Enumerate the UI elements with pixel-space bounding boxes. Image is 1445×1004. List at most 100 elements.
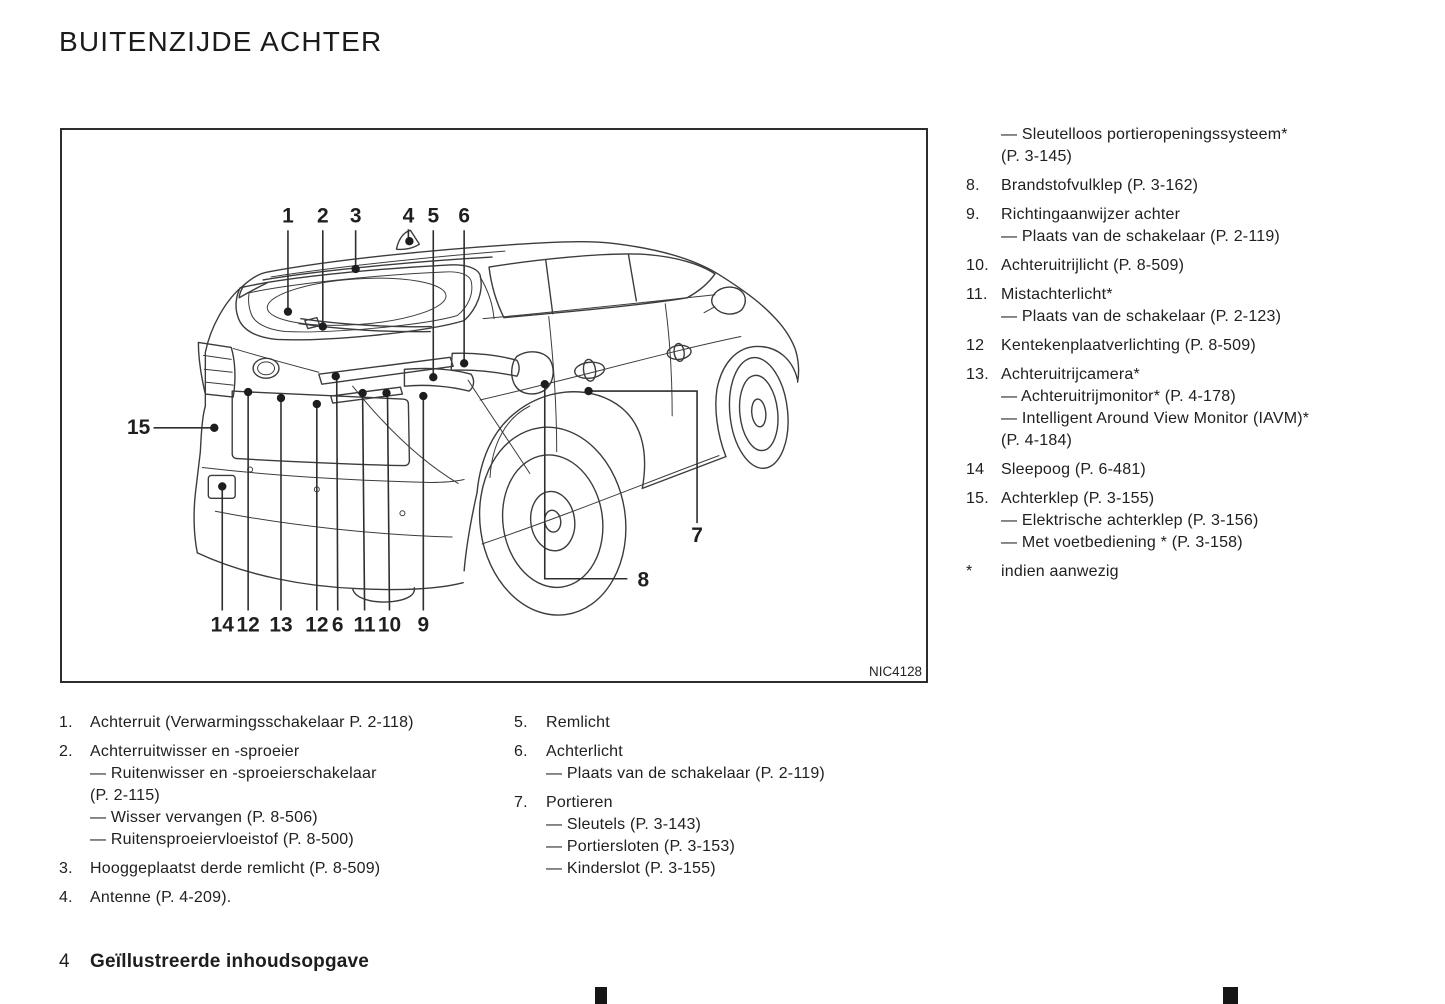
list-line: — Ruitensproeiervloeistof (P. 8-500)	[90, 831, 354, 848]
list-item-number: 15.	[966, 490, 989, 507]
list-line: (P. 3-145)	[1001, 148, 1073, 165]
callout-number: 6	[332, 613, 344, 636]
list-line: Achterruit (Verwarmingsschakelaar P. 2-1…	[90, 714, 414, 731]
figure-code: NIC4128	[869, 664, 922, 679]
list-item: — Sleutelloos portieropeningssysteem* (P.…	[966, 124, 1424, 168]
list-item: 14 Sleepoog (P. 6-481)	[966, 459, 1424, 481]
list-item-number	[966, 124, 1001, 168]
list-line: Kentekenplaatverlichting (P. 8-509)	[1001, 337, 1256, 354]
callout-dot	[210, 423, 219, 433]
list-line: — Ruitenwisser en -sproeierschakelaar	[90, 765, 377, 782]
list-line: Brandstofvulklep (P. 3-162)	[1001, 177, 1199, 194]
list-item: * indien aanwezig	[966, 561, 1424, 583]
list-line: — Wisser vervangen (P. 8-506)	[90, 809, 318, 826]
list-item: 1. Achterruit (Verwarmingsschakelaar P. …	[59, 712, 514, 734]
list-line: — Plaats van de schakelaar (P. 2-123)	[1001, 308, 1282, 325]
list-line: — Kinderslot (P. 3-155)	[546, 860, 716, 877]
callout-number: 9	[418, 613, 430, 636]
list-item: 15. Achterklep (P. 3-155)— Elektrische a…	[966, 488, 1424, 554]
list-line: Achteruitrijlicht (P. 8-509)	[1001, 257, 1185, 274]
list-line: Portieren	[546, 794, 613, 811]
list-item-number: 14	[966, 461, 985, 478]
callout-number: 6	[458, 204, 470, 227]
list-item: 8. Brandstofvulklep (P. 3-162)	[966, 175, 1424, 197]
list-line: Richtingaanwijzer achter	[1001, 206, 1181, 223]
list-item-lines: Achterklep (P. 3-155)— Elektrische achte…	[1001, 488, 1424, 554]
callout-dot	[405, 237, 414, 246]
list-line: Achterruitwisser en -sproeier	[90, 743, 300, 760]
list-item-lines: indien aanwezig	[1001, 561, 1424, 583]
list-item-lines: Mistachterlicht*— Plaats van de schakela…	[1001, 284, 1424, 328]
list-item-number: 2.	[59, 743, 73, 760]
callout-dot	[419, 391, 428, 401]
list-item: 6. Achterlicht — Plaats van de schakelaar…	[514, 741, 944, 785]
list-line: Achteruitrijcamera*	[1001, 366, 1140, 383]
callout-leader-line	[543, 387, 628, 580]
list-item-number: 11.	[966, 286, 988, 303]
list-line: Achterklep (P. 3-155)	[1001, 490, 1155, 507]
list-line: — Plaats van de schakelaar (P. 2-119)	[546, 765, 825, 782]
list-item-number: 1.	[59, 714, 73, 731]
page-number: 4	[59, 951, 70, 972]
callout-number: 12	[237, 613, 260, 636]
list-line: Achterlicht	[546, 743, 623, 760]
callout-dot	[283, 307, 293, 316]
callout-dot	[218, 482, 227, 491]
list-item: 7. Portieren— Sleutels (P. 3-143)— Porti…	[514, 792, 944, 880]
list-item-number: 13.	[966, 366, 989, 383]
binding-edge-mark	[1223, 987, 1238, 1004]
list-line: Antenne (P. 4-209).	[90, 889, 232, 906]
list-line: — Portiersloten (P. 3-153)	[546, 838, 735, 855]
list-item-lines: Antenne (P. 4-209).	[90, 887, 514, 909]
list-item-lines: Kentekenplaatverlichting (P. 8-509)	[1001, 335, 1424, 357]
callout-number: 5	[427, 204, 439, 227]
front-wheel	[728, 356, 789, 470]
callout-dot	[243, 387, 253, 397]
callout-dot	[358, 388, 367, 398]
legend-list-right: — Sleutelloos portieropeningssysteem* (P.…	[966, 124, 1424, 590]
list-line: indien aanwezig	[1001, 563, 1119, 580]
list-item-number: 9.	[966, 206, 980, 223]
list-item-lines: Richtingaanwijzer achter— Plaats van de …	[1001, 204, 1424, 248]
list-item: 4. Antenne (P. 4-209).	[59, 887, 514, 909]
callout-dot	[312, 399, 322, 409]
callout-leader-line	[591, 390, 698, 524]
callout-number: 4	[403, 204, 415, 227]
list-item-number: 12	[966, 337, 985, 354]
callout-dot	[276, 393, 286, 403]
list-item-lines: Remlicht	[546, 712, 944, 734]
list-item-lines: Achterruit (Verwarmingsschakelaar P. 2-1…	[90, 712, 514, 734]
callout-leader-line	[335, 378, 339, 611]
list-item-number: 8.	[966, 177, 980, 194]
callout-dot	[459, 359, 469, 368]
list-item-number: 7.	[514, 794, 528, 811]
list-item-number: 6.	[514, 743, 528, 760]
list-line: — Intelligent Around View Monitor (IAVM)…	[1001, 410, 1310, 427]
page-footer: 4 Geïllustreerde inhoudsopgave	[59, 951, 369, 973]
list-line: — Achteruitrijmonitor* (P. 4-178)	[1001, 388, 1236, 405]
callout-dot	[540, 379, 549, 389]
callout-number: 14	[211, 613, 235, 636]
callout-number: 12	[305, 613, 328, 636]
list-line: Hooggeplaatst derde remlicht (P. 8-509)	[90, 860, 381, 877]
list-item: 3. Hooggeplaatst derde remlicht (P. 8-50…	[59, 858, 514, 880]
list-item: 12 Kentekenplaatverlichting (P. 8-509)	[966, 335, 1424, 357]
binding-edge-mark	[595, 987, 607, 1004]
list-item-lines: Achterruitwisser en -sproeier — Ruitenwis…	[90, 741, 514, 851]
legend-list-left: 1. Achterruit (Verwarmingsschakelaar P. …	[59, 712, 514, 916]
callout-dot	[318, 322, 327, 331]
callout-number: 10	[378, 613, 401, 636]
list-item: 9. Richtingaanwijzer achter— Plaats van …	[966, 204, 1424, 248]
list-item-lines: Portieren— Sleutels (P. 3-143)— Portiers…	[546, 792, 944, 880]
car-line-art	[193, 229, 800, 616]
callout-number: 2	[317, 204, 329, 227]
section-title: Geïllustreerde inhoudsopgave	[90, 951, 370, 972]
list-item-lines: Hooggeplaatst derde remlicht (P. 8-509)	[90, 858, 514, 880]
list-item-lines: Achterlicht — Plaats van de schakelaar (P…	[546, 741, 944, 785]
callout-dot	[429, 373, 438, 382]
list-line: — Sleutelloos portieropeningssysteem*	[1001, 126, 1288, 143]
list-item-number: *	[966, 563, 973, 580]
callout-number: 11	[354, 613, 376, 636]
